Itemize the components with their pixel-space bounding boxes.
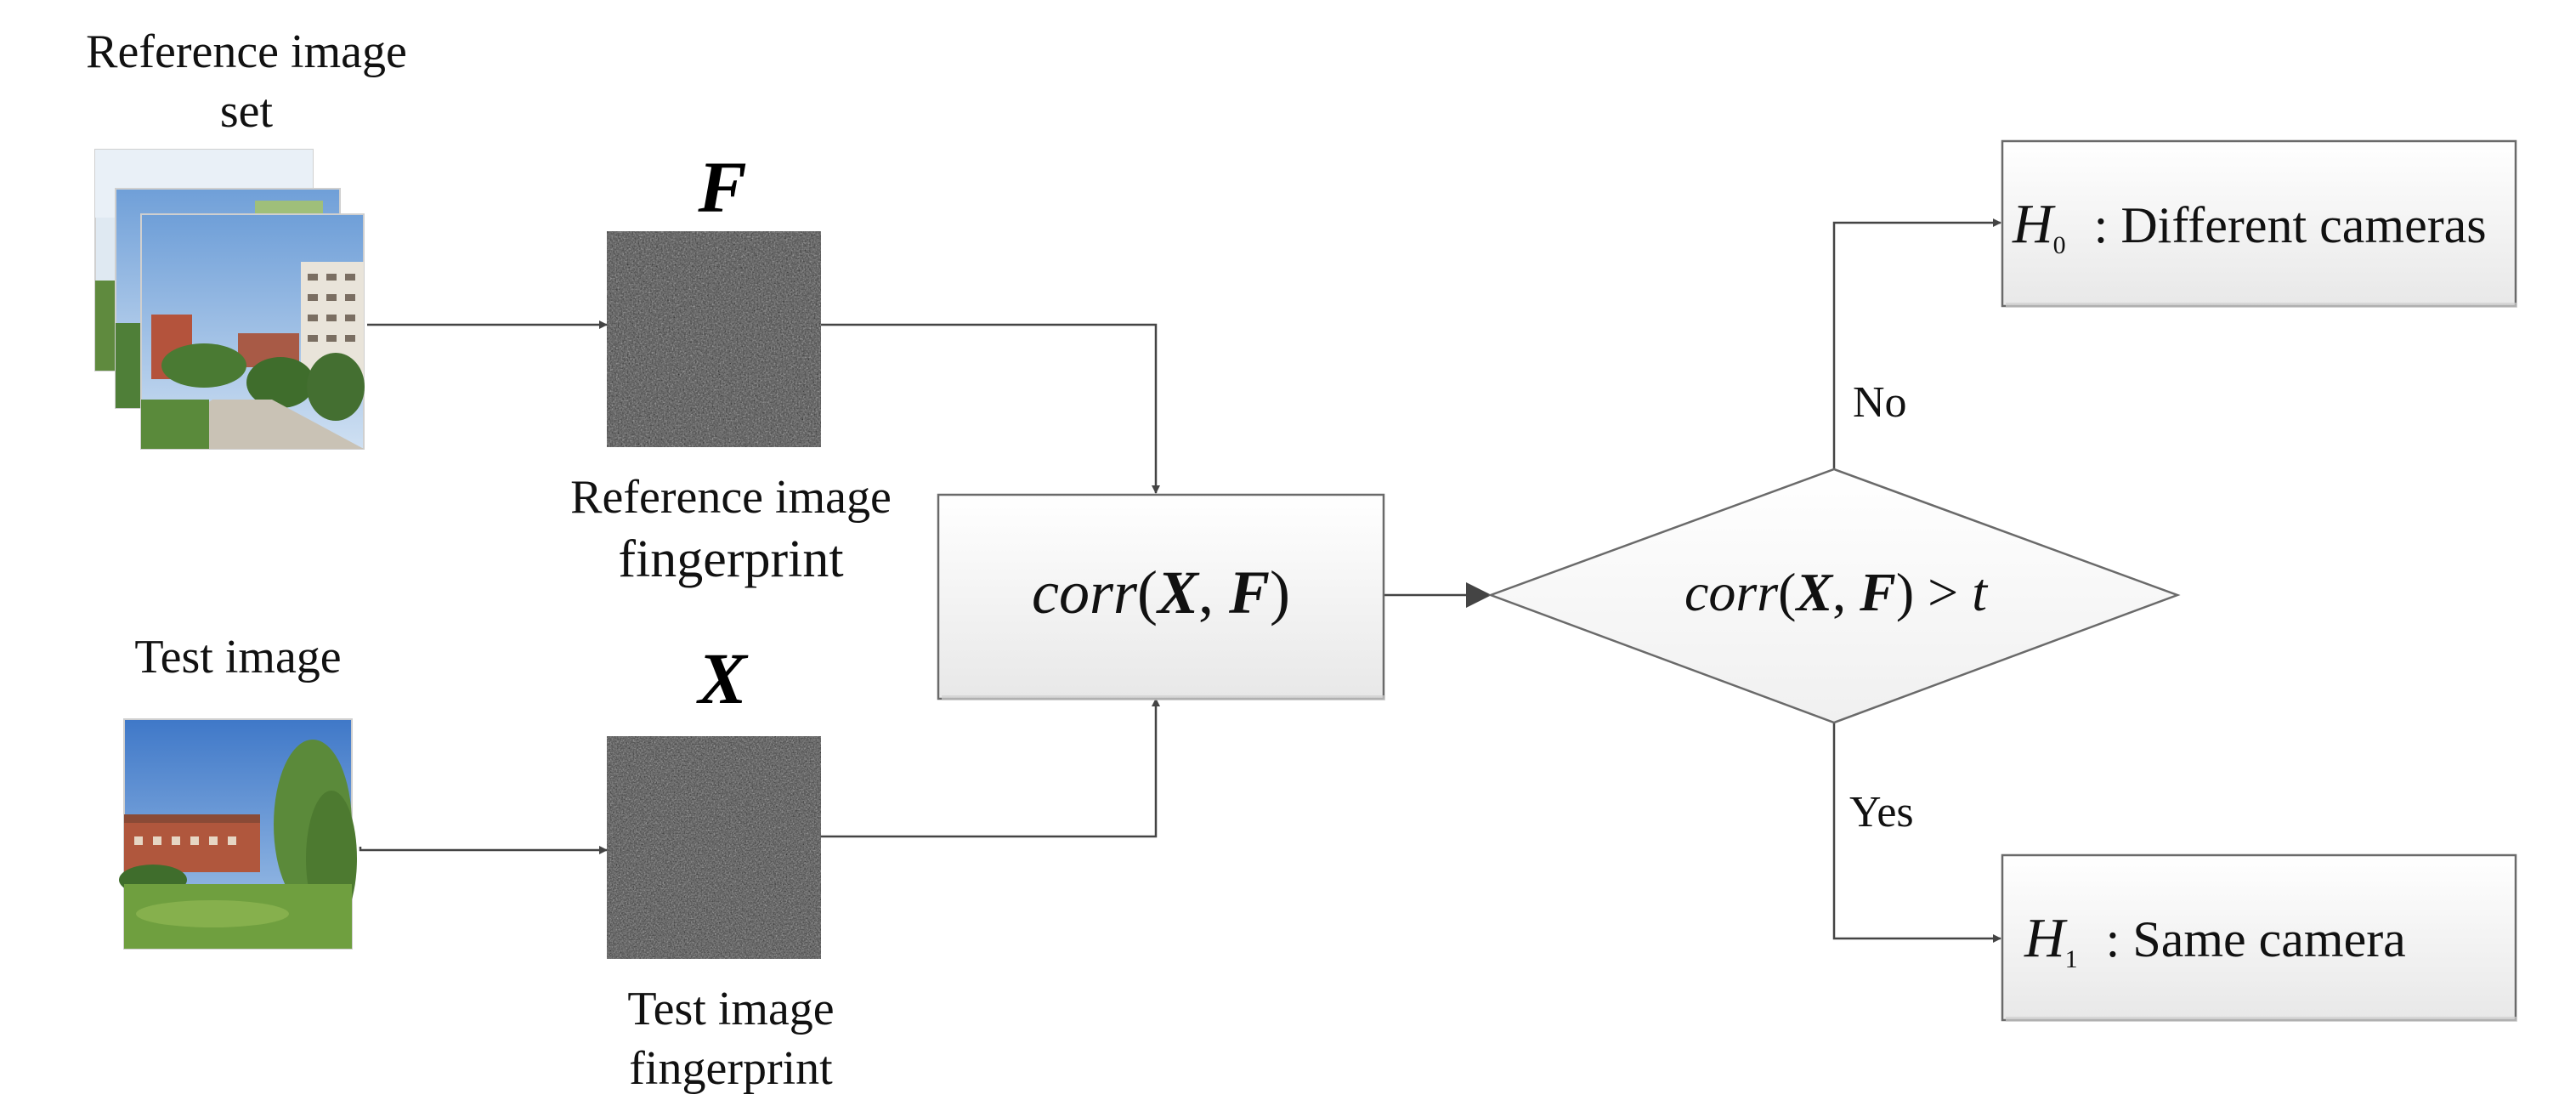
h0-subscript: 0 xyxy=(2052,231,2066,259)
test-fingerprint-image xyxy=(607,736,821,959)
decision-comma: , xyxy=(1832,562,1860,622)
h1-text: : Same camera xyxy=(2105,911,2406,967)
test-image-label-text: Test image xyxy=(134,631,342,683)
arrow-no-to-h0 xyxy=(1832,218,2001,469)
decision-func: corr xyxy=(1684,562,1779,622)
reference-set-label: Reference image set xyxy=(17,22,476,141)
decision-formula: corr(X, F) > t xyxy=(1530,561,2142,624)
decision-operator: > xyxy=(1928,562,1959,622)
h0-symbol: H xyxy=(2013,193,2053,255)
correlation-comma: , xyxy=(1198,558,1229,627)
h1-subscript: 1 xyxy=(2064,945,2078,973)
decision-arg1: X xyxy=(1796,562,1833,622)
reference-fingerprint-label-line2: fingerprint xyxy=(618,530,844,588)
test-fingerprint-label: Test image fingerprint xyxy=(510,979,952,1098)
test-image xyxy=(119,718,357,950)
test-fingerprint-label-line1: Test image xyxy=(627,983,835,1035)
arrow-test-to-fingerprint xyxy=(359,846,608,854)
h0-label: H0 : Different cameras xyxy=(2013,192,2487,260)
h0-text: : Different cameras xyxy=(2093,197,2487,253)
reference-fingerprint-symbol: F xyxy=(698,146,747,228)
decision-arg2: F xyxy=(1860,562,1896,622)
h1-box xyxy=(2001,853,2517,1022)
arrow-ref-fingerprint-to-corr xyxy=(821,323,1160,494)
decision-diamond xyxy=(1487,468,2181,724)
reference-fingerprint-label: Reference image fingerprint xyxy=(510,468,952,593)
decision-threshold: t xyxy=(1972,562,1988,622)
yes-branch-label: Yes xyxy=(1849,788,1914,836)
correlation-func: corr xyxy=(1031,558,1137,627)
reference-photo-front xyxy=(140,213,365,450)
h1-symbol: H xyxy=(2024,907,2065,969)
test-fingerprint-label-line2: fingerprint xyxy=(629,1042,833,1095)
correlation-open-paren: ( xyxy=(1136,558,1158,627)
test-image-label: Test image xyxy=(51,627,425,687)
correlation-formula: corr(X, F) xyxy=(938,558,1384,628)
reference-fingerprint-label-line1: Reference image xyxy=(570,471,892,524)
reference-image-stack xyxy=(94,149,365,450)
reference-fingerprint-image xyxy=(607,231,821,447)
correlation-arg2: F xyxy=(1229,558,1271,627)
arrow-test-fingerprint-to-corr xyxy=(821,698,1160,838)
reference-set-label-line1: Reference image xyxy=(86,26,407,78)
no-branch-label: No xyxy=(1853,378,1907,427)
h0-box xyxy=(2001,139,2517,308)
test-fingerprint-symbol: X xyxy=(698,638,747,719)
decision-close-paren: ) xyxy=(1895,562,1915,622)
correlation-close-paren: ) xyxy=(1270,558,1291,627)
arrow-yes-to-h1 xyxy=(1832,723,2001,943)
correlation-arg1: X xyxy=(1157,558,1198,627)
correlation-box xyxy=(937,493,1385,700)
decision-open-paren: ( xyxy=(1778,562,1797,622)
h1-label: H1 : Same camera xyxy=(2024,906,2406,974)
reference-set-label-line2: set xyxy=(219,85,274,138)
connectors xyxy=(359,218,2001,943)
